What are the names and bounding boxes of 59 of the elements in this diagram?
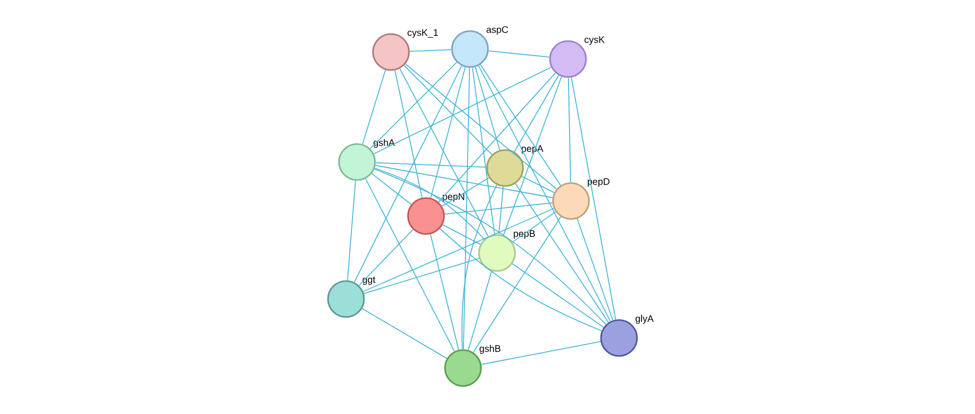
node-label: glyA [636,314,654,324]
edge-line [374,168,485,240]
protein-node: cysK_1 [372,29,438,71]
edge-line [370,62,458,150]
node-label: cysK [584,36,605,45]
edge-line [405,64,557,190]
protein-node: cysK [549,36,605,78]
edge-line [362,308,448,359]
edge-line [488,50,550,58]
edge-line [365,178,455,352]
node-label: cysK_1 [408,29,438,38]
edge-line [472,216,562,353]
edge-line [514,74,560,152]
edge-line [481,341,601,365]
edge-line [439,228,602,332]
edge-line [461,184,498,350]
edge-line [498,186,504,235]
edge-line [512,263,604,328]
protein-node: aspC [451,26,508,68]
edge-line [373,66,552,154]
edge-line [430,66,466,198]
edge-line [375,162,487,168]
edge-line [347,180,356,281]
edge-line [442,224,481,245]
edge-line [375,164,553,198]
edge-line [354,65,462,283]
edge-line [576,218,614,321]
edge-line [503,76,562,236]
edge-line [468,270,492,350]
edge-line [515,183,609,323]
protein-node: gshB [444,344,500,387]
edge-line [364,258,480,294]
edge-line [444,202,553,214]
edge-line [362,70,386,144]
edge-line [362,208,554,292]
edge-line [462,67,470,350]
node-label: gshB [480,344,500,354]
edge-line [358,229,414,286]
node-label: aspC [486,26,508,35]
edge-line [404,64,492,156]
edge-line [478,65,611,322]
protein-node: ggt [327,276,376,318]
edge-line [394,70,423,198]
edge-line [472,67,495,235]
node-label: ggt [362,276,376,285]
edge-line [521,176,555,194]
edge-line [568,77,572,183]
edge-line [438,72,556,202]
edge-line [570,77,616,320]
edge-line [512,211,556,243]
protein-node: glyA [600,314,654,357]
edge-line [374,168,606,325]
edge-line [399,68,489,237]
edge-line [371,173,412,205]
edge-line [480,64,562,186]
edge-line [442,177,490,207]
edge-line [409,49,452,52]
edge-line [474,66,500,150]
edge-line [430,234,459,350]
